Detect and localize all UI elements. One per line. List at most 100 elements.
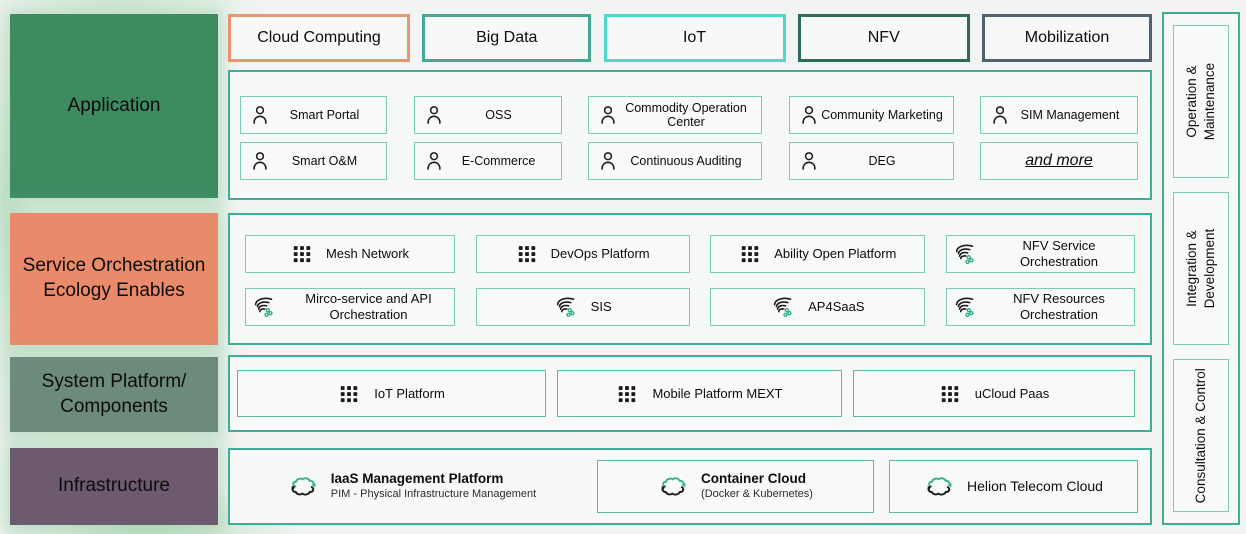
cloud-sync-icon bbox=[288, 474, 319, 500]
service-item-mesh-network: Mesh Network bbox=[245, 235, 455, 273]
app-item-label: DEG bbox=[868, 153, 896, 168]
app-item-e-commerce: E-Commerce bbox=[413, 142, 562, 180]
technology-chip-row: Cloud Computing Big Data IoT NFV Mobiliz… bbox=[228, 14, 1152, 62]
chip-label: Cloud Computing bbox=[257, 29, 381, 46]
infra-item-subtitle: PIM - Physical Infrastructure Management bbox=[330, 488, 537, 501]
person-icon bbox=[597, 150, 619, 172]
chip-label: NFV bbox=[867, 29, 900, 46]
app-item-continuous-auditing: Continuous Auditing bbox=[588, 142, 762, 180]
infra-item-title: IaaS Management Platform bbox=[330, 471, 504, 487]
infra-item-title: Container Cloud bbox=[701, 471, 807, 487]
system-platform-panel: IoT Platform Mobile Platform MEXT uCloud… bbox=[228, 355, 1152, 432]
app-item-label: Community Marketing bbox=[821, 107, 943, 122]
infra-item-subtitle: (Docker & Kubernetes) bbox=[701, 488, 813, 501]
grid-icon bbox=[338, 383, 360, 405]
system-item-label: uCloud Paas bbox=[974, 386, 1050, 401]
layer-label-application: Application bbox=[10, 14, 218, 198]
service-item-ability-open-platform: Ability Open Platform bbox=[710, 235, 926, 273]
system-item-ucloud-paas: uCloud Paas bbox=[853, 370, 1135, 417]
system-item-label: Mobile Platform MEXT bbox=[652, 386, 783, 401]
app-item-label: Continuous Auditing bbox=[630, 153, 742, 168]
infra-item-helion-telecom-cloud: Helion Telecom Cloud bbox=[889, 460, 1138, 513]
grid-icon bbox=[516, 243, 538, 265]
vertical-label: Integration & Development bbox=[1183, 229, 1218, 309]
chip-label: Mobilization bbox=[1024, 29, 1110, 46]
app-item-and-more: and more bbox=[980, 142, 1138, 180]
app-item-commodity-operation-center: Commodity Operation Center bbox=[588, 96, 762, 134]
vertical-label-line: Development bbox=[1202, 228, 1218, 309]
chip-iot: IoT bbox=[603, 14, 786, 62]
layer-label-service-orchestration: Service Orchestration Ecology Enables bbox=[10, 213, 218, 345]
app-item-label: and more bbox=[1025, 151, 1093, 169]
service-item-label: Ability Open Platform bbox=[774, 246, 897, 262]
chip-big-data: Big Data bbox=[422, 14, 592, 62]
vertical-label: Operation & Maintenance bbox=[1183, 63, 1218, 140]
grid-icon bbox=[616, 383, 638, 405]
app-item-deg: DEG bbox=[788, 142, 954, 180]
layer-label-text: Infrastructure bbox=[58, 475, 170, 497]
person-icon bbox=[798, 150, 820, 172]
infra-item-container-cloud: Container Cloud (Docker & Kubernetes) bbox=[597, 460, 874, 513]
service-item-label: AP4SaaS bbox=[808, 299, 865, 315]
rail-box-consultation-control: Consultation & Control bbox=[1173, 359, 1229, 512]
person-icon bbox=[989, 104, 1011, 126]
grid-icon bbox=[939, 383, 961, 405]
person-icon bbox=[423, 150, 445, 172]
service-item-devops-platform: DevOps Platform bbox=[475, 235, 690, 273]
person-icon bbox=[249, 150, 271, 172]
rail-box-integration-development: Integration & Development bbox=[1173, 192, 1229, 345]
app-item-smart-oandm: Smart O&M bbox=[240, 142, 387, 180]
app-item-label: Smart O&M bbox=[291, 153, 358, 168]
system-item-label: IoT Platform bbox=[374, 386, 445, 401]
app-item-label: OSS bbox=[485, 107, 512, 122]
infra-item-title: Helion Telecom Cloud bbox=[967, 477, 1103, 494]
person-icon bbox=[597, 104, 619, 126]
app-item-label: E-Commerce bbox=[461, 153, 536, 168]
vertical-label-line: Maintenance bbox=[1202, 62, 1217, 141]
service-item-nfv-service-orchestration: NFV Service Orchestration bbox=[945, 235, 1135, 273]
grid-icon bbox=[739, 243, 761, 265]
vertical-label: Consultation & Control bbox=[1192, 368, 1210, 503]
app-item-community-marketing: Community Marketing bbox=[788, 96, 954, 134]
system-item-mobile-platform-mext: Mobile Platform MEXT bbox=[557, 370, 842, 417]
person-icon bbox=[423, 104, 445, 126]
service-orchestration-panel: Mesh Network DevOps Platform Ability Ope… bbox=[228, 213, 1152, 345]
service-item-label: NFV Service Orchestration bbox=[1019, 238, 1098, 269]
app-item-label: Commodity Operation Center bbox=[625, 100, 747, 129]
chip-nfv: NFV bbox=[797, 14, 970, 62]
rail-box-operation-maintenance: Operation & Maintenance bbox=[1173, 25, 1229, 178]
service-items-grid: Mesh Network DevOps Platform Ability Ope… bbox=[245, 235, 1135, 326]
system-items-grid: IoT Platform Mobile Platform MEXT uCloud… bbox=[237, 370, 1135, 417]
app-item-label: Smart Portal bbox=[289, 107, 360, 122]
service-item-nfv-resources-orchestration: NFV Resources Orchestration bbox=[945, 288, 1135, 326]
layer-label-text: Service Orchestration Ecology Enables bbox=[22, 255, 206, 301]
app-item-label: SIM Management bbox=[1020, 107, 1120, 122]
orchestration-swirl-icon bbox=[953, 295, 977, 319]
app-item-oss: OSS bbox=[413, 96, 562, 134]
app-item-sim-management: SIM Management bbox=[980, 96, 1138, 134]
layer-label-text: System Platform/ Components bbox=[41, 370, 187, 417]
infra-item-iaas-management-platform: IaaS Management Platform PIM - Physical … bbox=[242, 460, 582, 513]
chip-cloud-computing: Cloud Computing bbox=[228, 14, 410, 62]
orchestration-swirl-icon bbox=[252, 295, 276, 319]
service-item-microservice-api-orchestration: Mirco-service and API Orchestration bbox=[245, 288, 455, 326]
vertical-label-line: Operation & bbox=[1184, 65, 1200, 138]
service-item-label: Mirco-service and API Orchestration bbox=[305, 291, 432, 322]
grid-icon bbox=[291, 243, 313, 265]
service-item-ap4saas: AP4SaaS bbox=[710, 288, 926, 326]
layer-labels-rail: Application Service Orchestration Ecolog… bbox=[10, 14, 218, 525]
system-item-iot-platform: IoT Platform bbox=[237, 370, 546, 417]
orchestration-swirl-icon bbox=[953, 242, 977, 266]
infrastructure-items-grid: IaaS Management Platform PIM - Physical … bbox=[242, 460, 1138, 513]
service-item-label: DevOps Platform bbox=[550, 246, 650, 262]
chip-mobilization: Mobilization bbox=[982, 14, 1152, 62]
orchestration-swirl-icon bbox=[771, 295, 795, 319]
cloud-sync-icon bbox=[924, 474, 955, 500]
layer-label-text: Application bbox=[67, 94, 161, 116]
layer-label-system-platform: System Platform/ Components bbox=[10, 357, 218, 432]
service-item-sis: SIS bbox=[475, 288, 690, 326]
vertical-label-line: Consultation & Control bbox=[1193, 367, 1209, 504]
infrastructure-panel: IaaS Management Platform PIM - Physical … bbox=[228, 448, 1152, 525]
application-panel: Smart Portal OSS Commodity Operation Cen… bbox=[228, 70, 1152, 200]
